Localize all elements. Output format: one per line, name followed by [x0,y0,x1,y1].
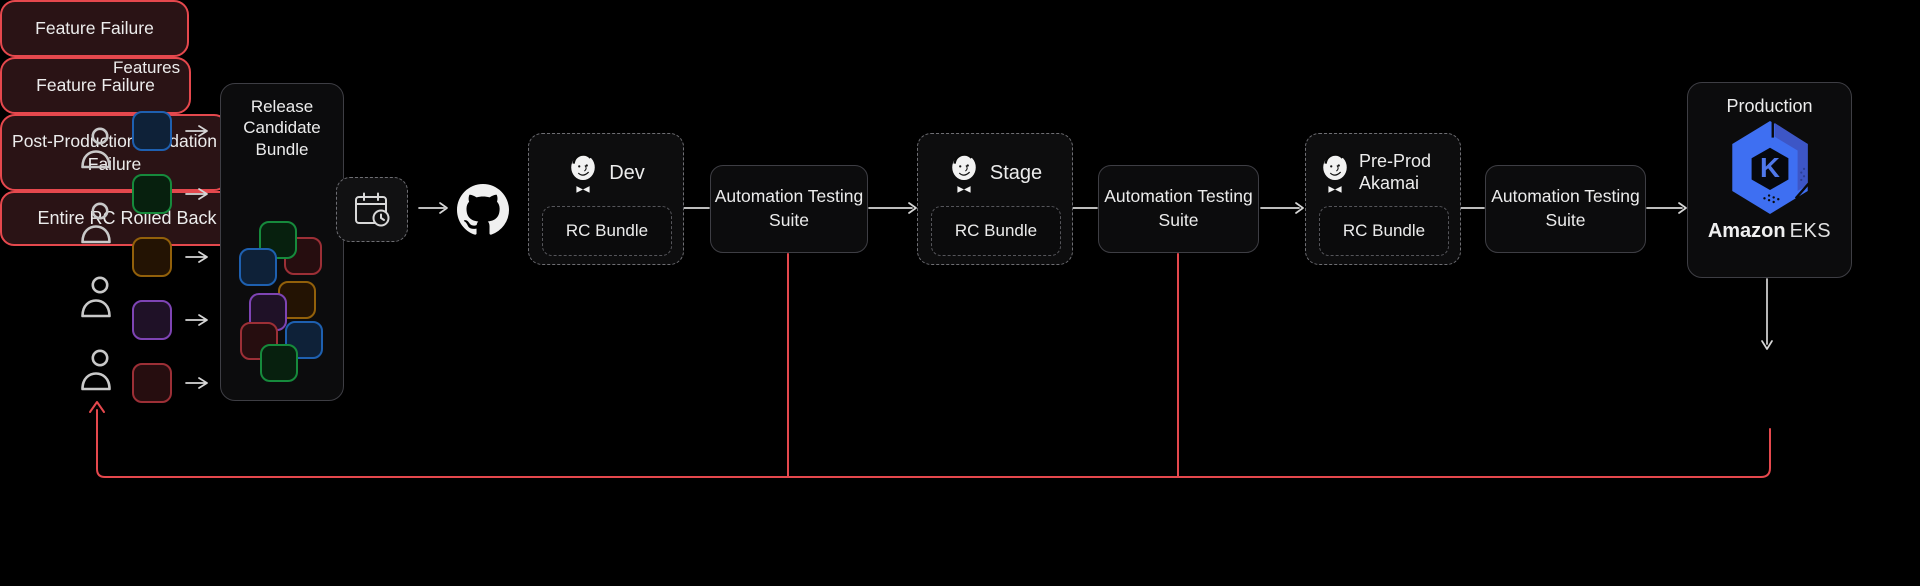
arrow-feature-2 [185,188,208,200]
rollback-box: Entire RC Rolled Back [0,191,254,246]
env-label-stage: Stage [989,161,1043,184]
github-octocat-icon [457,184,509,236]
bundle-square-green [259,221,297,259]
arrow-calendar-github [418,202,448,214]
feature-square-blue [132,111,172,151]
eks-k-letter: K [1760,152,1780,183]
arrow-feature-1 [185,125,208,137]
calendar-clock-icon [355,192,390,226]
env-label-dev: Dev [609,161,645,184]
arrow-feature-4 [185,314,208,326]
rc-bundle-chip-preprod: RC Bundle [1319,206,1449,256]
arrow-ats3-production [1646,202,1687,214]
env-box-dev: Dev RC Bundle [528,133,684,265]
rc-bundle-chip-dev: RC Bundle [542,206,672,256]
person-icon [80,127,114,169]
rollback-bus-line [96,409,1771,478]
jenkins-butler-icon [952,153,976,193]
amazon-eks-logo-icon: K [1731,120,1810,214]
jenkins-butler-icon [571,153,595,193]
arrow-ats2-preprod [1260,202,1304,214]
person-icon [80,202,114,244]
arrow-feature-5 [185,377,208,389]
person-icon [80,276,114,318]
bundle-square-blue [239,248,277,286]
feature-failure-box-2: Feature Failure [0,57,191,114]
features-heading: Features [113,58,181,77]
automation-testing-suite-3: Automation Testing Suite [1485,165,1646,253]
feature-square-green [132,174,172,214]
env-box-stage: Stage RC Bundle [917,133,1073,265]
person-icon [80,349,114,391]
env-box-preprod: Pre-Prod Akamai RC Bundle [1305,133,1461,265]
bundle-square-red2 [240,322,278,360]
brand-eks: EKS [1789,220,1832,242]
jenkins-butler-icon [1323,153,1347,193]
brand-amazon: Amazon [1707,220,1786,242]
feature-failure-box-1: Feature Failure [0,0,189,57]
arrow-ats1-stage [868,202,917,214]
automation-testing-suite-2: Automation Testing Suite [1098,165,1259,253]
feature-square-red [132,363,172,403]
env-label-preprod: Pre-Prod Akamai [1359,151,1432,193]
feature-square-purple [132,300,172,340]
arrow-feature-3 [185,251,208,263]
rc-bundle-title: Release Candidate Bundle [243,97,321,159]
production-title: Production [1726,96,1813,116]
rc-bundle-chip-stage: RC Bundle [931,206,1061,256]
bundle-square-green2 [260,344,298,382]
rollback-arrowhead-up [89,401,105,413]
arrow-production-postprod [1761,278,1773,350]
schedule-box [336,177,408,242]
feature-square-amber [132,237,172,277]
automation-testing-suite-1: Automation Testing Suite [710,165,868,253]
production-box: Production K Amazon EKS [1687,82,1852,278]
